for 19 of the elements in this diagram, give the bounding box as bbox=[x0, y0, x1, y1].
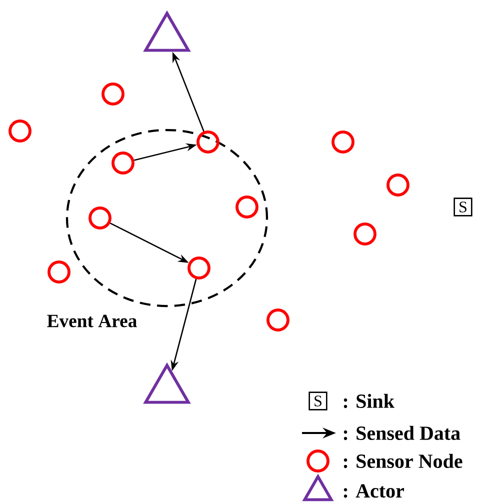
sensor-node-circle bbox=[332, 130, 354, 154]
sensor-node-circle bbox=[196, 130, 220, 154]
sink-box: S bbox=[454, 198, 472, 216]
legend-text: : Sensor Node bbox=[344, 454, 462, 468]
sensor-node-circle bbox=[88, 206, 112, 230]
sensor-node-circle bbox=[48, 260, 70, 284]
legend-text: : Actor bbox=[344, 484, 404, 498]
event-area: Event Area bbox=[47, 128, 268, 328]
sensor-node-circle bbox=[386, 174, 410, 196]
sensor-node-circle bbox=[112, 152, 134, 174]
sensor-node-circle bbox=[354, 222, 376, 246]
legend-text: : Sink bbox=[344, 394, 394, 408]
sensor-node-circle bbox=[102, 82, 124, 106]
sensor-node-circle bbox=[8, 120, 32, 142]
sensor-node-circle bbox=[266, 308, 290, 332]
node-label: Event Area bbox=[47, 314, 137, 328]
sensor-node-circle bbox=[188, 256, 210, 280]
legend-text: : Sensed Data bbox=[344, 426, 460, 440]
sensor-node-circle bbox=[236, 196, 258, 218]
